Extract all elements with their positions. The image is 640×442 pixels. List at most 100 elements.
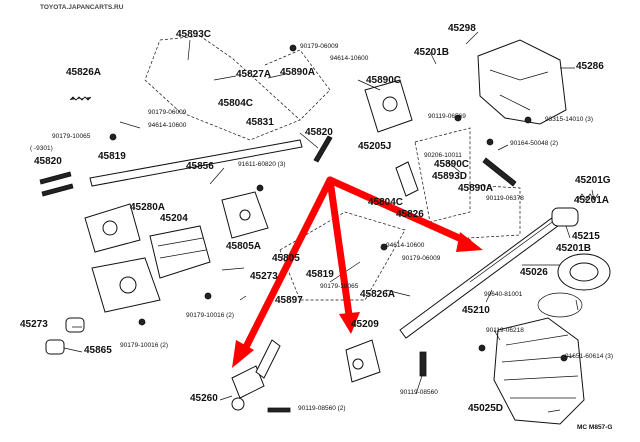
callout-90179-10065-left[interactable]: 90179-10065 <box>52 133 91 140</box>
bolt-90119-08560 <box>267 407 291 413</box>
universal-joint-yoke <box>231 397 245 411</box>
bolt-45820-left-2 <box>41 183 74 197</box>
callout-94614-10600-top[interactable]: 94614-10600 <box>330 55 369 62</box>
callout-45890C-top[interactable]: 45890C <box>366 75 402 86</box>
callout-45826[interactable]: 45826 <box>396 209 424 220</box>
callout-45865[interactable]: 45865 <box>84 345 112 356</box>
callout-45209[interactable]: 45209 <box>351 319 379 330</box>
callout-9301[interactable]: ( -9301) <box>30 145 53 152</box>
nut-7 <box>256 184 264 192</box>
callout-45819-left[interactable]: 45819 <box>98 151 126 162</box>
bushing-45865 <box>45 339 65 355</box>
group-outline-upper <box>144 35 301 141</box>
callout-45205J[interactable]: 45205J <box>358 141 392 152</box>
shaft-spline <box>469 219 556 283</box>
callout-90179-06009-low[interactable]: 90179-06009 <box>402 255 441 262</box>
small-bracket <box>395 161 419 197</box>
lower-bracket-hole <box>119 276 137 294</box>
callout-45210[interactable]: 45210 <box>462 305 490 316</box>
callout-90206-10011[interactable]: 90206-10011 <box>424 152 462 159</box>
intermediate-shaft-yoke <box>352 358 364 370</box>
callout-45805A[interactable]: 45805A <box>226 241 262 252</box>
callout-45260[interactable]: 45260 <box>190 393 218 404</box>
upper-shaft <box>89 139 303 187</box>
callout-45820-left[interactable]: 45820 <box>34 156 62 167</box>
callout-45273-left[interactable]: 45273 <box>20 319 48 330</box>
callout-45201B-low[interactable]: 45201B <box>556 243 592 254</box>
callout-94614-10600-mid[interactable]: 94614-10600 <box>148 122 187 129</box>
callout-45804C-top[interactable]: 45804C <box>218 98 254 109</box>
callout-91651-60614[interactable]: 91651-60614 (3) <box>565 353 614 360</box>
callout-45893D[interactable]: 45893D <box>432 171 468 182</box>
callout-45831[interactable]: 45831 <box>246 117 274 128</box>
callout-91611-60820[interactable]: 91611-60820 (3) <box>238 161 286 168</box>
callout-45805[interactable]: 45805 <box>272 253 300 264</box>
clamp-ring <box>537 292 583 318</box>
callout-45826A-low[interactable]: 45826A <box>360 289 396 300</box>
callout-45201A[interactable]: 45201A <box>574 195 610 206</box>
callout-45215[interactable]: 45215 <box>572 231 600 242</box>
bolt-45820 <box>313 135 333 163</box>
bearing-seal-inner <box>569 262 599 282</box>
nut-3 <box>380 243 388 251</box>
lock-lever-boss <box>382 96 398 112</box>
nut-11 <box>560 354 568 362</box>
callout-45804C-mid[interactable]: 45804C <box>368 197 404 208</box>
callout-45204[interactable]: 45204 <box>160 213 188 224</box>
callout-90164-50048[interactable]: 90164-50048 (2) <box>510 140 559 147</box>
nut-5 <box>138 318 146 326</box>
callout-90179-10065-mid[interactable]: 90179-10065 <box>320 283 359 290</box>
callout-45856[interactable]: 45856 <box>186 161 214 172</box>
callout-45819-mid[interactable]: 45819 <box>306 269 334 280</box>
callout-45280A[interactable]: 45280A <box>130 202 166 213</box>
column-cover <box>477 39 567 125</box>
nut-2 <box>109 133 117 141</box>
intermediate-shaft-joint <box>345 339 381 383</box>
callout-45897[interactable]: 45897 <box>275 295 303 306</box>
spring-45826A <box>69 96 92 101</box>
callout-90179-10016-left[interactable]: 90179-10016 (2) <box>120 342 169 349</box>
callout-90119-06378[interactable]: 90119-06378 <box>486 195 524 202</box>
callout-45201B[interactable]: 45201B <box>414 47 450 58</box>
callout-94614-10600-low[interactable]: 94614-10600 <box>386 242 425 249</box>
group-outline-bearing <box>467 184 521 239</box>
callout-90119-06218[interactable]: 90119-06218 <box>486 327 524 334</box>
bracket-hole <box>102 220 118 236</box>
column-cover-detail <box>489 69 549 111</box>
callout-90179-06009-top[interactable]: 90179-06009 <box>300 43 339 50</box>
callout-45298[interactable]: 45298 <box>448 23 476 34</box>
spring-45201G <box>577 193 599 201</box>
red-pointer-arrows <box>232 176 483 368</box>
callout-90119-06569[interactable]: 90119-06569 <box>428 113 466 120</box>
nut-4 <box>204 292 212 300</box>
callout-90119-08560-low[interactable]: 90119-08560 (2) <box>298 405 346 412</box>
callout-93315-14010[interactable]: 93315-14010 (3) <box>545 116 594 123</box>
callout-45890A-mid[interactable]: 45890A <box>458 183 494 194</box>
callout-45026[interactable]: 45026 <box>520 267 548 278</box>
callout-90179-10016-mid[interactable]: 90179-10016 (2) <box>186 312 235 319</box>
bolt-90119-06378 <box>482 157 517 187</box>
callout-45890A-top[interactable]: 45890A <box>280 67 316 78</box>
callout-45820-top[interactable]: 45820 <box>305 127 333 138</box>
nut-6 <box>454 114 462 122</box>
callout-90179-06009-mid[interactable]: 90179-06009 <box>148 109 187 116</box>
bolt-90119-08560-right <box>419 351 427 377</box>
universal-joint-upper <box>231 365 265 399</box>
figure-code: MC M857-G <box>577 424 613 431</box>
callout-90119-08560-right[interactable]: 90119-08560 <box>400 389 438 396</box>
callout-90640-81001[interactable]: 90640-81001 <box>484 291 523 298</box>
callout-45827A[interactable]: 45827A <box>236 69 272 80</box>
callout-45201G[interactable]: 45201G <box>575 175 611 186</box>
callout-45893C[interactable]: 45893C <box>176 29 212 40</box>
callout-45273-mid[interactable]: 45273 <box>250 271 278 282</box>
callout-45025D[interactable]: 45025D <box>468 403 504 414</box>
callout-45890C-mid[interactable]: 45890C <box>434 159 470 170</box>
universal-joint-shaft <box>255 339 281 379</box>
nut-10 <box>478 344 486 352</box>
watermark: TOYOTA.JAPANCARTS.RU <box>40 4 124 11</box>
callout-45286[interactable]: 45286 <box>576 61 604 72</box>
bushing-45273 <box>65 317 85 333</box>
callout-45826A-top[interactable]: 45826A <box>66 67 102 78</box>
